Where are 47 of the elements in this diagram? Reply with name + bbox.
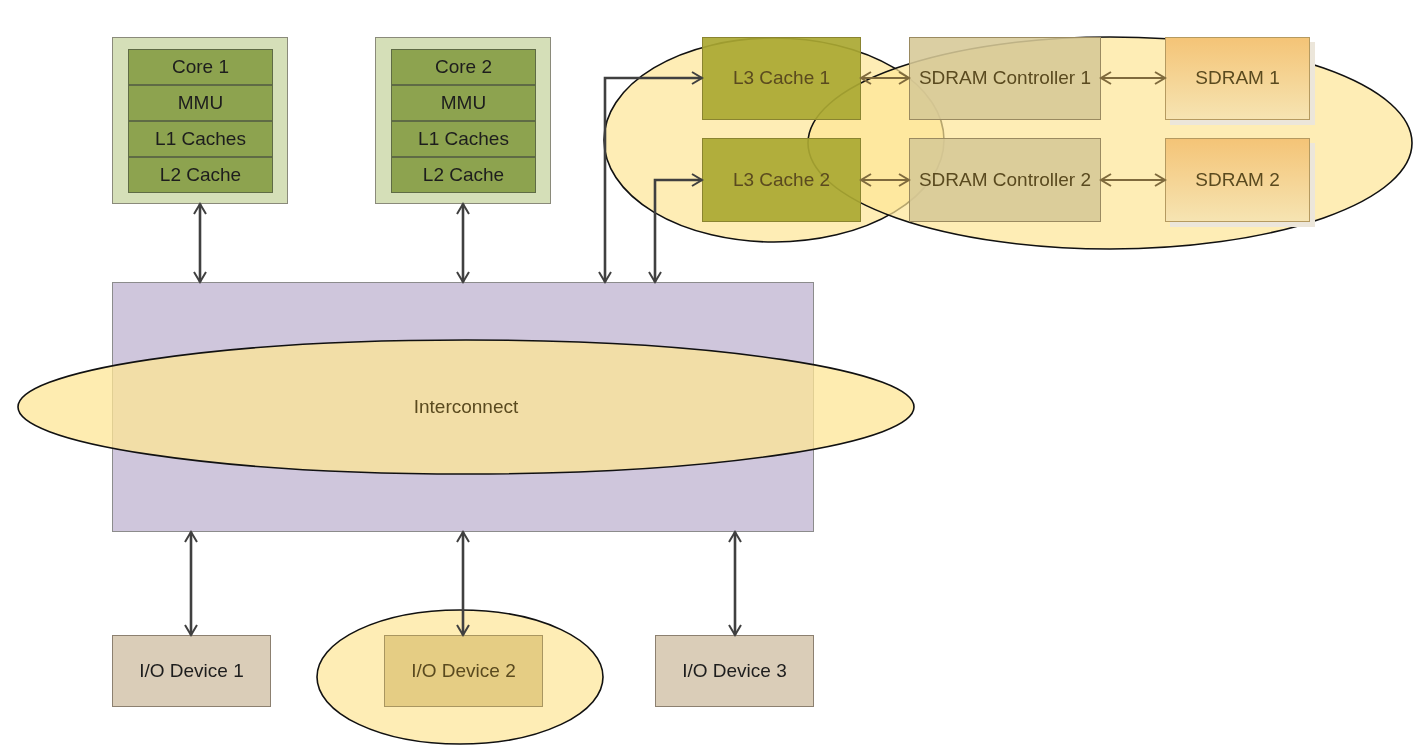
core-unit-cell xyxy=(391,121,536,157)
box-label: L2 Cache xyxy=(158,162,243,187)
box-label: Core 1 xyxy=(171,54,230,79)
double-arrow xyxy=(184,531,198,636)
box-label: I/O Device 2 xyxy=(410,658,517,683)
double-arrow xyxy=(598,71,703,283)
box-label: MMU xyxy=(439,90,488,115)
core-cluster-panel xyxy=(112,37,288,204)
double-arrow xyxy=(193,203,207,283)
box-label: MMU xyxy=(176,90,225,115)
device-box xyxy=(655,635,814,707)
box-label: L2 Cache xyxy=(421,162,506,187)
device-box xyxy=(384,635,543,707)
box-label: SDRAM Controller 1 xyxy=(917,66,1093,91)
core-unit-cell xyxy=(391,49,536,85)
box-label: Interconnect xyxy=(412,394,520,419)
core-unit-cell xyxy=(128,157,273,193)
box-label: L1 Caches xyxy=(154,126,247,151)
double-arrow xyxy=(728,531,742,636)
double-arrow xyxy=(1100,71,1166,85)
double-arrow xyxy=(860,71,910,85)
cache-box xyxy=(702,138,861,222)
box-label: I/O Device 1 xyxy=(138,658,245,683)
double-arrow xyxy=(648,173,703,283)
core-cluster-panel xyxy=(375,37,551,204)
controller-box xyxy=(909,37,1101,120)
core-unit-cell xyxy=(128,49,273,85)
interconnect-ellipse xyxy=(17,339,915,475)
box-label: L3 Cache 1 xyxy=(731,66,832,91)
core-unit-cell xyxy=(391,157,536,193)
box-label: L3 Cache 2 xyxy=(731,167,832,192)
box-label: SDRAM 1 xyxy=(1194,66,1281,91)
box-label: SDRAM Controller 2 xyxy=(917,167,1093,192)
controller-box xyxy=(909,138,1101,222)
device-box xyxy=(112,635,271,707)
box-label: I/O Device 3 xyxy=(681,658,788,683)
box-label: Core 2 xyxy=(434,54,493,79)
box-label: L1 Caches xyxy=(417,126,510,151)
core-unit-cell xyxy=(128,121,273,157)
double-arrow xyxy=(456,203,470,283)
double-arrow xyxy=(860,173,910,187)
core-unit-cell xyxy=(391,85,536,121)
double-arrow xyxy=(1100,173,1166,187)
box-label: SDRAM 2 xyxy=(1194,167,1281,192)
core-unit-cell xyxy=(128,85,273,121)
double-arrow xyxy=(456,531,470,636)
cache-box xyxy=(702,37,861,120)
